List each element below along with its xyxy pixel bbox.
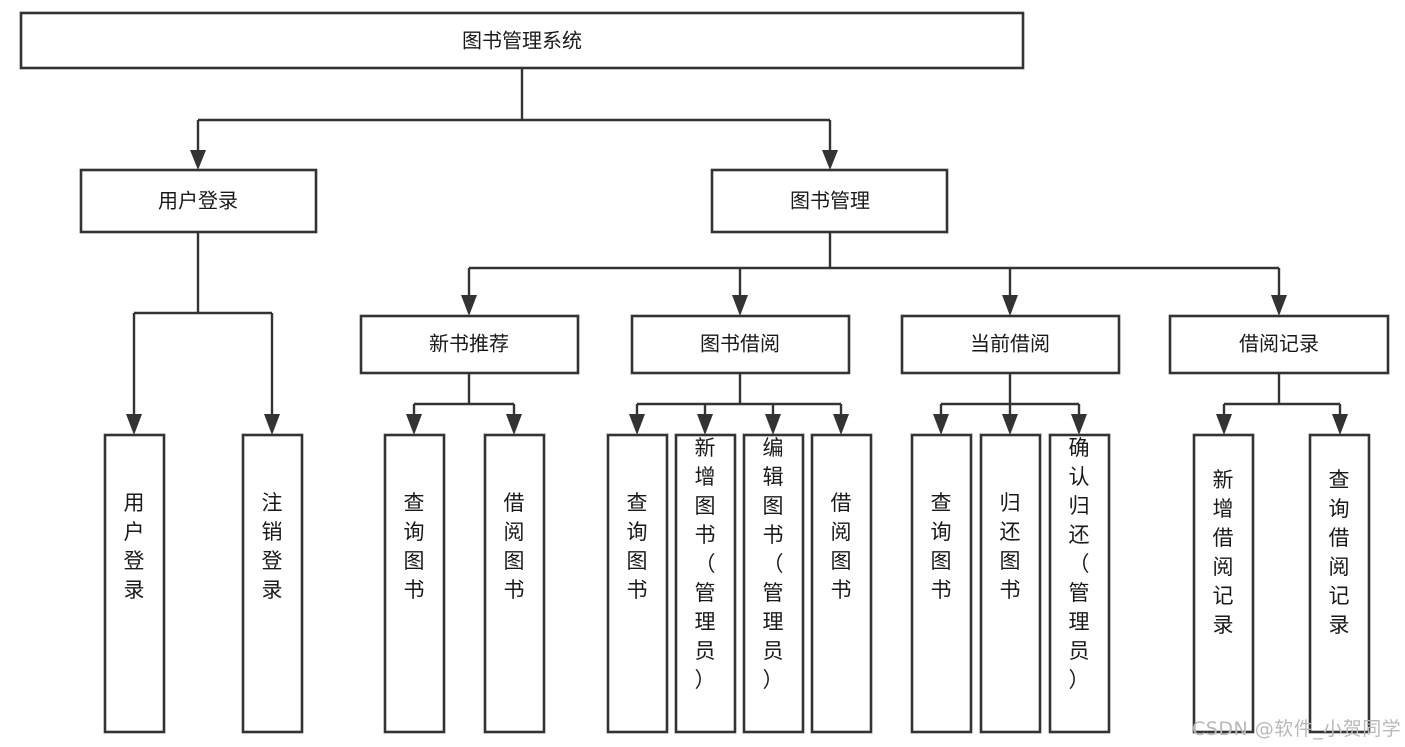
arrow-head-leaf-11 — [1071, 414, 1087, 435]
node-login-label: 用户登录 — [158, 189, 238, 213]
arrow-head-leaf-7 — [765, 414, 781, 435]
node-leaf-3-label: 查询图书 — [404, 491, 425, 602]
node-current-label: 当前借阅 — [970, 332, 1050, 356]
node-leaf-2-box[interactable] — [241, 433, 304, 734]
node-newbook-box[interactable] — [359, 314, 580, 375]
node-newbook[interactable]: 新书推荐 — [359, 314, 580, 375]
node-leaf-10-label: 归还图书 — [1000, 491, 1021, 602]
node-leaf-4-label: 借阅图书 — [504, 491, 525, 602]
node-login[interactable]: 用户登录 — [79, 168, 318, 234]
node-leaf-11[interactable]: 确认归还（管理员） — [1048, 433, 1111, 734]
node-leaf-5-label: 查询图书 — [627, 491, 648, 602]
arrow-head-leaf-1 — [126, 414, 142, 435]
node-leaf-9[interactable]: 查询图书 — [910, 433, 973, 734]
node-record-box[interactable] — [1168, 314, 1390, 375]
arrow-head-leaf-4 — [506, 414, 522, 435]
node-borrow[interactable]: 图书借阅 — [630, 314, 851, 375]
node-leaf-9-label: 查询图书 — [931, 491, 952, 602]
node-borrow-box[interactable] — [630, 314, 851, 375]
node-root-box[interactable] — [19, 11, 1025, 70]
node-leaf-5-box[interactable] — [606, 433, 669, 734]
node-leaf-2-label: 注销登录 — [262, 491, 283, 602]
node-leaf-4-box[interactable] — [483, 433, 546, 734]
node-bookmgmt-label: 图书管理 — [790, 189, 870, 213]
node-leaf-1-label: 用户登录 — [124, 491, 145, 602]
arrow-head-leaf-3 — [406, 414, 422, 435]
node-root[interactable]: 图书管理系统 — [19, 11, 1025, 70]
node-leaf-12-box[interactable] — [1192, 433, 1255, 734]
node-current-box[interactable] — [900, 314, 1121, 375]
arrow-head-leaf-9 — [933, 414, 949, 435]
node-leaf-13-box[interactable] — [1308, 433, 1371, 734]
node-leaf-13-label: 查询借阅记录 — [1329, 468, 1350, 637]
arrow-head-leaf-2 — [264, 414, 280, 435]
csdn-watermark: CSDN @软件_小贺同学 — [1192, 718, 1401, 740]
node-leaf-8-label: 借阅图书 — [831, 491, 852, 602]
node-root-label: 图书管理系统 — [462, 29, 582, 53]
arrow-head-leaf-6 — [697, 414, 713, 435]
node-leaf-11-label: 确认归还（管理员） — [1069, 436, 1090, 692]
arrow-head-borrow — [732, 295, 748, 316]
node-leaf-6-box[interactable] — [674, 433, 737, 734]
node-leaf-5[interactable]: 查询图书 — [606, 433, 669, 734]
node-leaf-2[interactable]: 注销登录 — [241, 433, 304, 734]
node-leaf-6[interactable]: 新增图书（管理员） — [674, 433, 737, 734]
node-leaf-3-box[interactable] — [383, 433, 446, 734]
node-leaf-10[interactable]: 归还图书 — [979, 433, 1042, 734]
node-leaf-4[interactable]: 借阅图书 — [483, 433, 546, 734]
node-leaf-1-box[interactable] — [103, 433, 166, 734]
node-record[interactable]: 借阅记录 — [1168, 314, 1390, 375]
node-leaf-13[interactable]: 查询借阅记录 — [1308, 433, 1371, 734]
node-leaf-8[interactable]: 借阅图书 — [810, 433, 873, 734]
node-bookmgmt[interactable]: 图书管理 — [710, 168, 949, 234]
node-borrow-label: 图书借阅 — [700, 332, 780, 356]
node-leaf-9-box[interactable] — [910, 433, 973, 734]
arrow-head-leaf-10 — [1002, 414, 1018, 435]
node-leaf-7[interactable]: 编辑图书（管理员） — [742, 433, 805, 734]
node-record-label: 借阅记录 — [1239, 332, 1319, 356]
node-current[interactable]: 当前借阅 — [900, 314, 1121, 375]
node-leaf-8-box[interactable] — [810, 433, 873, 734]
arrow-head-leaf-8 — [833, 414, 849, 435]
arrow-head-bookmgmt — [822, 150, 838, 170]
node-newbook-label: 新书推荐 — [429, 332, 509, 356]
node-bookmgmt-box[interactable] — [710, 168, 949, 234]
arrow-head-login — [190, 150, 206, 170]
arrow-head-newbook — [461, 295, 477, 316]
node-leaf-11-box[interactable] — [1048, 433, 1111, 734]
node-leaf-1[interactable]: 用户登录 — [103, 433, 166, 734]
arrow-head-leaf-12 — [1216, 414, 1232, 435]
arrow-head-current — [1002, 295, 1018, 316]
node-leaf-7-label: 编辑图书（管理员） — [763, 436, 784, 692]
node-leaf-10-box[interactable] — [979, 433, 1042, 734]
node-leaf-6-label: 新增图书（管理员） — [695, 436, 716, 692]
node-login-box[interactable] — [79, 168, 318, 234]
node-leaf-7-box[interactable] — [742, 433, 805, 734]
node-leaf-12[interactable]: 新增借阅记录 — [1192, 433, 1255, 734]
node-leaf-12-label: 新增借阅记录 — [1213, 468, 1234, 637]
arrow-head-record — [1271, 295, 1287, 316]
connector-layer — [126, 68, 1348, 435]
arrow-head-leaf-13 — [1332, 414, 1348, 435]
arrow-head-leaf-5 — [629, 414, 645, 435]
node-leaf-3[interactable]: 查询图书 — [383, 433, 446, 734]
